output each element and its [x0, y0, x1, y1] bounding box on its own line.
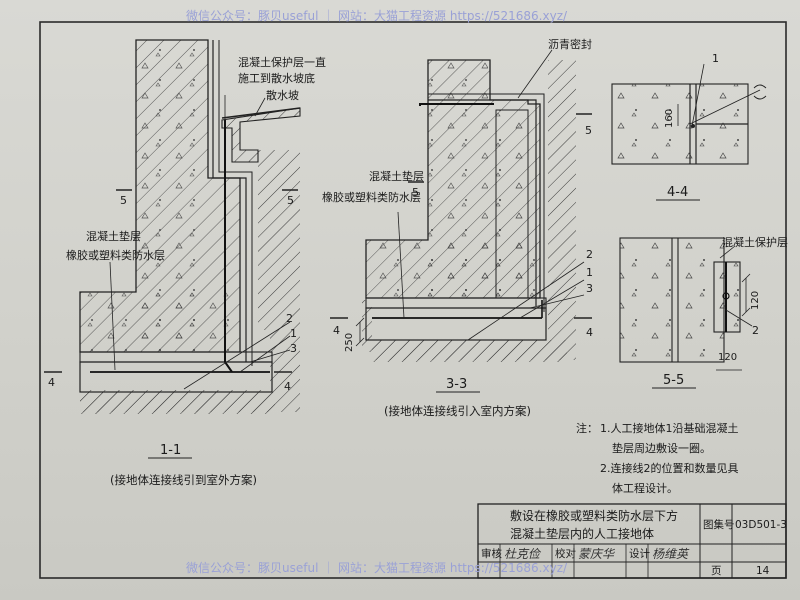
- notes: 注： 1.人工接地体1沿基础混凝土 垫层周边敷设一圈。 2.连接线2的位置和数量…: [576, 421, 739, 495]
- check-signature: 蒙庆华: [578, 547, 616, 561]
- callout-3: 3: [290, 342, 297, 355]
- cut-mark-5-left: 5: [120, 194, 127, 207]
- page-number: 14: [756, 565, 770, 577]
- atlas-label: 图集号: [703, 518, 735, 531]
- notes-heading: 注：: [576, 421, 598, 435]
- label-apron: 散水坡: [266, 88, 299, 102]
- section-title-5-5: 5-5: [663, 373, 684, 388]
- cut-mark-4-left-3-3: 4: [333, 324, 340, 337]
- design-signature: 杨维英: [652, 547, 690, 561]
- title-block: 敷设在橡胶或塑料类防水层下方 混凝土垫层内的人工接地体 图集号 03D501-3…: [477, 503, 787, 579]
- dimension-120-vertical: 120: [750, 291, 761, 310]
- concrete-cushion-3-3: [365, 297, 547, 309]
- dimension-120-horizontal: 120: [718, 352, 737, 363]
- section-caption-1-1: (接地体连接线引到室外方案): [110, 473, 257, 487]
- section-1-1: 5 5 4 4 混凝土保护层一直 施工到散水坡底 散水坡 混凝土垫层 橡胶或塑料…: [44, 39, 326, 487]
- cut-mark-4-right: 4: [284, 380, 291, 393]
- title-line-2: 混凝土垫层内的人工接地体: [510, 526, 654, 541]
- apron-slope: [221, 107, 301, 163]
- section-title-4-4: 4-4: [667, 185, 688, 200]
- section-4-4: 160 1 4-4: [611, 52, 767, 201]
- atlas-number: 03D501-3: [735, 519, 787, 531]
- section-caption-3-3: (接地体连接线引入室内方案): [384, 404, 531, 418]
- callout-2: 2: [286, 312, 293, 325]
- cut-mark-5-right: 5: [287, 194, 294, 207]
- cut-mark-5-left-3-3: 5: [412, 186, 419, 199]
- label-protect-5-5: 混凝土保护层: [722, 235, 788, 249]
- watermark-bottom: 微信公众号：豚贝useful ｜ 网站：大猫工程资源 https://52168…: [186, 560, 568, 575]
- review-signature: 杜克俭: [504, 547, 542, 561]
- label-cushion: 混凝土垫层: [86, 229, 141, 243]
- title-line-1: 敷设在橡胶或塑料类防水层下方: [510, 508, 678, 523]
- soil-hatch-3-3: [372, 60, 576, 360]
- label-membrane-3-3: 橡胶或塑料类防水层: [322, 190, 421, 204]
- dimension-250: 250: [344, 333, 355, 352]
- section-title-1-1: 1-1: [160, 443, 181, 458]
- watermark-top: 微信公众号：豚贝useful ｜ 网站：大猫工程资源 https://52168…: [186, 8, 568, 23]
- note-1b: 垫层周边敷设一圈。: [612, 441, 711, 455]
- note-1: 1.人工接地体1沿基础混凝土: [600, 421, 739, 435]
- callout-1-3-3: 1: [586, 266, 593, 279]
- section-3-3: 250 5 5 4 4 沥青密封 混凝土垫层 橡胶或塑料类防水层 2 1 3 3…: [322, 37, 593, 418]
- cut-mark-4-right-3-3: 4: [586, 326, 593, 339]
- callout-2-5-5: 2: [752, 324, 759, 337]
- section-5-5: 混凝土保护层 120 120 2 5-5: [619, 235, 788, 389]
- label-cushion-3-3: 混凝土垫层: [369, 169, 424, 183]
- dimension-160: 160: [664, 109, 675, 128]
- label-protect-1: 混凝土保护层一直: [238, 55, 326, 69]
- sheet-frame: [39, 21, 787, 579]
- callout-1: 1: [290, 327, 297, 340]
- callout-1-4-4: 1: [712, 52, 719, 65]
- page-label: 页: [711, 565, 722, 577]
- callout-3-3-3: 3: [586, 282, 593, 295]
- review-label: 审核: [481, 547, 502, 560]
- callout-2-3-3: 2: [586, 248, 593, 261]
- soil-hatch: [80, 150, 300, 412]
- label-asphalt: 沥青密封: [548, 37, 592, 51]
- concrete-cushion: [79, 351, 273, 363]
- cut-mark-5-right-3-3: 5: [585, 124, 592, 137]
- note-2: 2.连接线2的位置和数量见具: [600, 461, 739, 475]
- cut-mark-4-left: 4: [48, 376, 55, 389]
- design-label: 设计: [629, 547, 650, 560]
- check-label: 校对: [555, 547, 576, 560]
- section-title-3-3: 3-3: [446, 377, 467, 392]
- label-membrane: 橡胶或塑料类防水层: [66, 248, 165, 262]
- soil-strip: [80, 392, 275, 414]
- note-2b: 体工程设计。: [612, 481, 678, 495]
- label-protect-2: 施工到散水坡底: [238, 71, 315, 85]
